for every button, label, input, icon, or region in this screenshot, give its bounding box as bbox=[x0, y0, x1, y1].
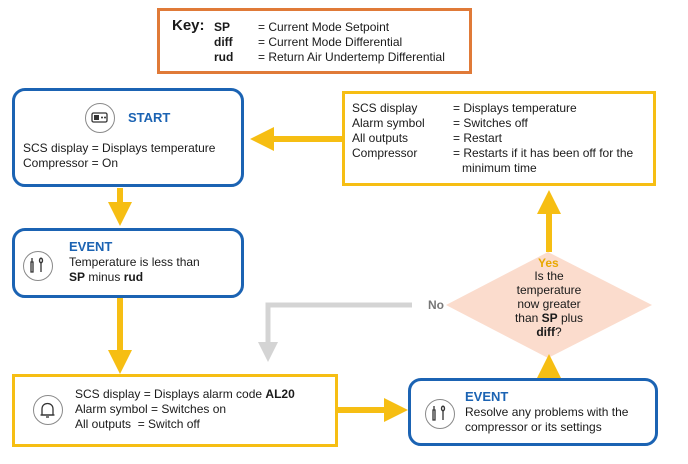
restart-cont: minimum time bbox=[462, 161, 537, 175]
yes-label: Yes bbox=[538, 256, 559, 270]
restart-label-0: SCS display bbox=[352, 101, 418, 115]
decision-q: ? bbox=[554, 325, 562, 339]
start-header: START bbox=[128, 110, 171, 125]
key-row-diff: diff = Current Mode Differential bbox=[214, 35, 402, 50]
alarm-bell-icon bbox=[33, 395, 63, 425]
event1-line1: Temperature is less than bbox=[69, 255, 200, 269]
decision-than: than bbox=[514, 311, 542, 325]
event2-header: EVENT bbox=[465, 389, 509, 404]
event2-line2: compressor or its settings bbox=[465, 420, 602, 434]
event2-box: EVENT Resolve any problems with the comp… bbox=[408, 378, 658, 446]
arrow-no-to-alarm bbox=[258, 302, 412, 362]
wrench-screwdriver-icon bbox=[425, 399, 455, 429]
start-line1: SCS display = Displays temperature bbox=[23, 141, 216, 155]
alarm-line1-pre: SCS display = Displays alarm code bbox=[75, 387, 266, 401]
key-desc-diff: = Current Mode Differential bbox=[258, 35, 403, 49]
restart-value-2: = Restart bbox=[453, 131, 503, 145]
key-abbr-diff: diff bbox=[214, 35, 233, 49]
decision-plus: plus bbox=[557, 311, 584, 325]
restart-box: SCS display = Displays temperature Alarm… bbox=[342, 91, 656, 186]
event1-rud: rud bbox=[123, 270, 144, 284]
event1-header: EVENT bbox=[69, 239, 113, 254]
controller-icon bbox=[85, 103, 115, 133]
restart-value-3: = Restarts if it has been off for the bbox=[453, 146, 634, 160]
key-abbr-rud: rud bbox=[214, 50, 234, 64]
alarm-line3: All outputs = Switch off bbox=[75, 417, 200, 431]
key-title: Key: bbox=[172, 17, 205, 34]
alarm-code: AL20 bbox=[265, 387, 295, 401]
no-label: No bbox=[428, 298, 444, 312]
wrench-screwdriver-icon bbox=[23, 251, 53, 281]
key-abbr-sp: SP bbox=[214, 20, 231, 34]
alarm-line2: Alarm symbol = Switches on bbox=[75, 402, 227, 416]
restart-label-2: All outputs bbox=[352, 131, 409, 145]
alarm-box: SCS display = Displays alarm code AL20 A… bbox=[12, 374, 338, 447]
decision-line1: Is the bbox=[534, 269, 564, 283]
decision-line5: diff? bbox=[498, 325, 600, 339]
event1-sp: SP bbox=[69, 270, 86, 284]
restart-label-1: Alarm symbol bbox=[352, 116, 425, 130]
start-line2: Compressor = On bbox=[23, 156, 119, 170]
start-box: START SCS display = Displays temperature… bbox=[12, 88, 244, 187]
event1-minus: minus bbox=[85, 270, 124, 284]
event1-line2: SP minus rud bbox=[69, 270, 143, 285]
decision-line2: temperature bbox=[516, 283, 582, 297]
decision-text: Is the temperature now greater than SP p… bbox=[498, 269, 600, 339]
key-row-sp: SP = Current Mode Setpoint bbox=[214, 20, 389, 35]
decision-diamond bbox=[446, 252, 652, 358]
decision-line3: now greater bbox=[517, 297, 581, 311]
decision-sp: SP bbox=[541, 311, 558, 325]
event1-box: EVENT Temperature is less than SP minus … bbox=[12, 228, 244, 298]
restart-value-1: = Switches off bbox=[453, 116, 528, 130]
key-row-rud: rud = Return Air Undertemp Differential bbox=[214, 50, 445, 65]
key-desc-rud: = Return Air Undertemp Differential bbox=[258, 50, 445, 64]
key-desc-sp: = Current Mode Setpoint bbox=[258, 20, 390, 34]
alarm-line1: SCS display = Displays alarm code AL20 bbox=[75, 387, 295, 402]
restart-value-0: = Displays temperature bbox=[453, 101, 577, 115]
decision-line4: than SP plus bbox=[498, 311, 600, 325]
restart-label-3: Compressor bbox=[352, 146, 418, 160]
key-box: Key: SP = Current Mode Setpoint diff = Cur… bbox=[157, 8, 472, 74]
event2-line1: Resolve any problems with the bbox=[465, 405, 629, 419]
decision-diff: diff bbox=[536, 325, 555, 339]
